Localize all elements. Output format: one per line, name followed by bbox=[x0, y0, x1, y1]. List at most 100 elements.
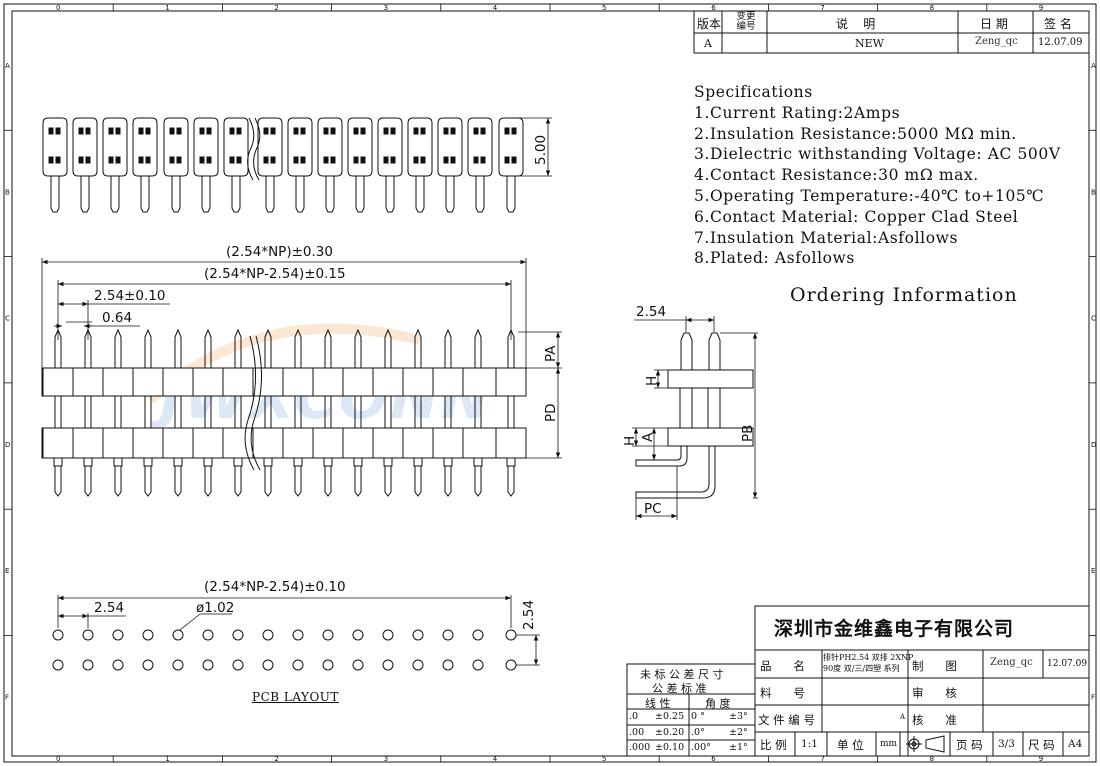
dim-pin-width: 0.64 bbox=[102, 310, 132, 326]
spec-title: Specifications bbox=[694, 83, 813, 101]
page-value: 3/3 bbox=[998, 738, 1015, 750]
tol-r1c1: ±0.20 bbox=[655, 727, 685, 738]
pin-square bbox=[199, 156, 205, 164]
dim-pd: PD bbox=[543, 403, 559, 422]
company-name: 深圳市金维鑫电子有限公司 bbox=[774, 618, 1015, 640]
tol-r0c3: ±3° bbox=[729, 711, 748, 722]
dim-pc: PC bbox=[644, 501, 662, 517]
dim-pcb-pitch: 2.54 bbox=[94, 600, 124, 616]
front-pin-tail bbox=[294, 466, 302, 497]
frame-col-label: 6 bbox=[711, 755, 716, 763]
top-housing-cell bbox=[467, 117, 493, 177]
pin-square bbox=[360, 156, 366, 164]
front-pin-top bbox=[114, 328, 122, 368]
pin-square bbox=[293, 156, 299, 164]
pin-square bbox=[115, 127, 121, 135]
pin-square bbox=[504, 127, 510, 135]
pin-square bbox=[169, 127, 175, 135]
top-pin-tail bbox=[385, 176, 395, 213]
frame-col-label: 5 bbox=[602, 755, 606, 763]
top-housing-cell bbox=[163, 117, 189, 177]
front-pin bbox=[342, 328, 363, 497]
top-housing-cell bbox=[72, 117, 98, 177]
pcb-hole bbox=[172, 629, 184, 641]
front-pin-tail bbox=[384, 466, 392, 497]
top-view-pin bbox=[132, 117, 158, 213]
dim-a: A bbox=[640, 432, 656, 442]
pcb-hole bbox=[262, 659, 274, 671]
pin-square bbox=[390, 127, 396, 135]
top-pin-tail bbox=[140, 176, 150, 213]
pin-square bbox=[390, 156, 396, 164]
pin-square bbox=[236, 127, 242, 135]
pcb-hole bbox=[412, 629, 424, 641]
product-label: 品 名 bbox=[760, 659, 805, 673]
dim-h2: H bbox=[622, 436, 638, 446]
frame-row-label: B bbox=[5, 188, 10, 196]
top-view bbox=[42, 117, 524, 213]
pcb-hole bbox=[472, 659, 484, 671]
top-view-pin bbox=[42, 117, 68, 213]
spec-item: 2.Insulation Resistance:5000 MΩ min. bbox=[694, 124, 1017, 143]
break-line bbox=[247, 117, 255, 181]
drawn-by: Zeng_qc bbox=[990, 657, 1033, 668]
frame-col-label: 3 bbox=[384, 4, 388, 12]
front-pin-mid bbox=[54, 395, 62, 429]
frame-row-label: F bbox=[5, 694, 9, 702]
specifications: Specifications 1.Current Rating:2Amps 2.… bbox=[694, 82, 1061, 269]
frame-row-label: A bbox=[1091, 62, 1096, 70]
dim-pcb-span: (2.54*NP-2.54)±0.10 bbox=[204, 579, 346, 595]
pcb-hole bbox=[412, 659, 424, 671]
pcb-hole bbox=[112, 659, 124, 671]
top-pin-tail bbox=[325, 176, 335, 213]
pin-square bbox=[108, 127, 114, 135]
frame-col-label: 7 bbox=[820, 755, 824, 763]
front-pin-mid bbox=[384, 395, 392, 429]
front-pin-top bbox=[174, 328, 182, 368]
top-view-pin bbox=[102, 117, 128, 213]
desc-value: NEW bbox=[855, 37, 884, 50]
material-label: 料 号 bbox=[760, 686, 805, 700]
front-pin-shoulder bbox=[203, 457, 213, 467]
front-pin bbox=[72, 328, 93, 497]
pcb-hole bbox=[292, 659, 304, 671]
top-pin-tail bbox=[171, 176, 181, 213]
pcb-hole bbox=[442, 629, 454, 641]
frame-row-label: D bbox=[5, 441, 10, 449]
frame-col-label: 8 bbox=[930, 755, 934, 763]
top-view-pin bbox=[467, 117, 493, 213]
pcb-hole bbox=[82, 629, 94, 641]
front-pin bbox=[42, 328, 63, 497]
front-pin bbox=[402, 328, 423, 497]
front-pin-tail bbox=[54, 466, 62, 497]
front-view bbox=[41, 328, 527, 497]
pin-square bbox=[169, 156, 175, 164]
front-pin-shoulder bbox=[443, 457, 453, 467]
pcb-holes bbox=[52, 629, 517, 671]
front-pin-mid bbox=[324, 395, 332, 429]
front-pin-tail bbox=[114, 466, 122, 497]
top-pin-tail bbox=[231, 176, 241, 213]
front-pin-mid bbox=[174, 395, 182, 429]
tol-r1c0: .00 bbox=[629, 727, 645, 738]
front-pin bbox=[102, 328, 123, 497]
tol-r0c0: .0 bbox=[629, 711, 639, 722]
pin-square bbox=[145, 156, 151, 164]
size-value: A4 bbox=[1068, 738, 1083, 750]
front-pin-shoulder bbox=[143, 457, 153, 467]
front-pin-shoulder bbox=[413, 457, 423, 467]
front-pin-tail bbox=[507, 466, 515, 497]
tol-angle: 角 度 bbox=[705, 697, 731, 710]
pin-square bbox=[420, 156, 426, 164]
pin-square bbox=[353, 156, 359, 164]
front-pin-mid bbox=[507, 395, 515, 429]
revision-table bbox=[693, 10, 1090, 54]
pcb-hole bbox=[382, 629, 394, 641]
top-housing-cell bbox=[407, 117, 433, 177]
spec-item: 3.Dielectric withstanding Voltage: AC 50… bbox=[694, 145, 1061, 164]
pin-square bbox=[206, 156, 212, 164]
unit-value: mm bbox=[880, 739, 898, 749]
drawn-date: 12.07.09 bbox=[1047, 659, 1088, 669]
pin-square bbox=[206, 127, 212, 135]
projection-symbol-icon bbox=[906, 735, 945, 753]
